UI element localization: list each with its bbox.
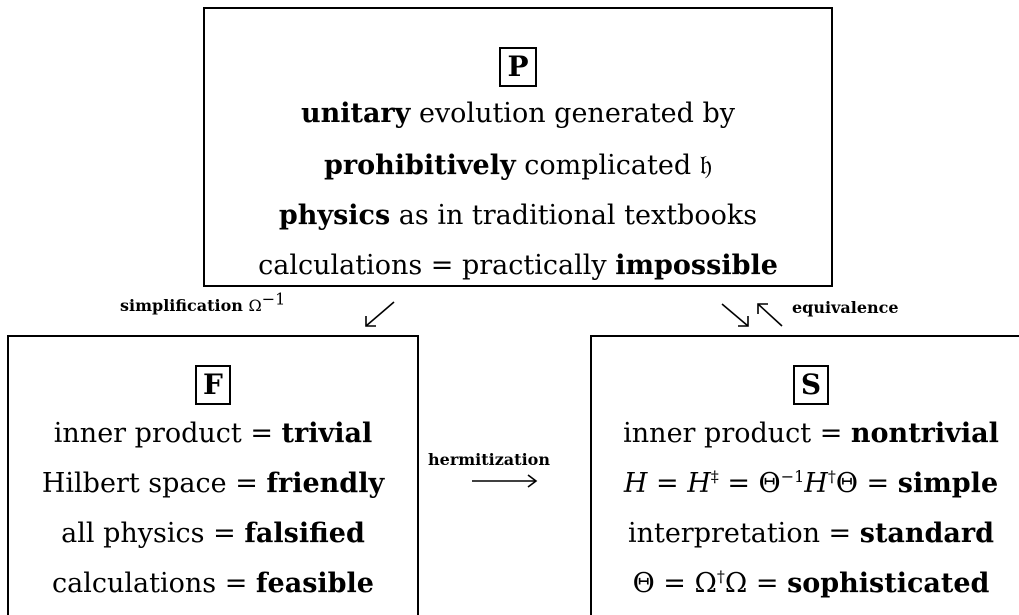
box-p-line-1: unitary evolution generated by bbox=[300, 98, 736, 129]
box-s-line-3: interpretation = standard bbox=[627, 518, 995, 549]
box-s: S inner product = nontrivial H = H‡ = Θ−… bbox=[590, 335, 1019, 615]
box-f-tag: F bbox=[195, 365, 231, 405]
box-f-line-4: calculations = feasible bbox=[52, 568, 374, 599]
box-p-line-4: calculations = practically impossible bbox=[258, 250, 778, 281]
box-s-line-1: inner product = nontrivial bbox=[623, 418, 999, 449]
box-s-tag: S bbox=[792, 365, 830, 405]
box-f-line-2: Hilbert space = friendly bbox=[41, 468, 385, 499]
simplification-label: simplification Ω−1 bbox=[120, 289, 286, 315]
box-f: F inner product = trivial Hilbert space … bbox=[7, 335, 419, 615]
box-f-line-1: inner product = trivial bbox=[53, 418, 373, 449]
hermitization-label: hermitization bbox=[428, 450, 550, 469]
box-f-line-3: all physics = falsified bbox=[61, 518, 365, 549]
box-p: P unitary evolution generated by prohibi… bbox=[203, 7, 833, 287]
box-p-line-2: prohibitively complicated 𝔥 bbox=[323, 150, 712, 181]
arrow-down-left-icon bbox=[365, 301, 395, 327]
box-s-line-4: Θ = Ω†Ω = sophisticated bbox=[632, 567, 990, 599]
arrow-right-icon bbox=[472, 474, 538, 488]
equivalence-label: equivalence bbox=[792, 298, 899, 317]
box-p-line-3: physics as in traditional textbooks bbox=[278, 200, 758, 231]
arrows-equivalence-icon bbox=[721, 303, 783, 327]
box-p-tag: P bbox=[499, 47, 537, 87]
box-s-line-2: H = H‡ = Θ−1H†Θ = simple bbox=[623, 467, 999, 499]
